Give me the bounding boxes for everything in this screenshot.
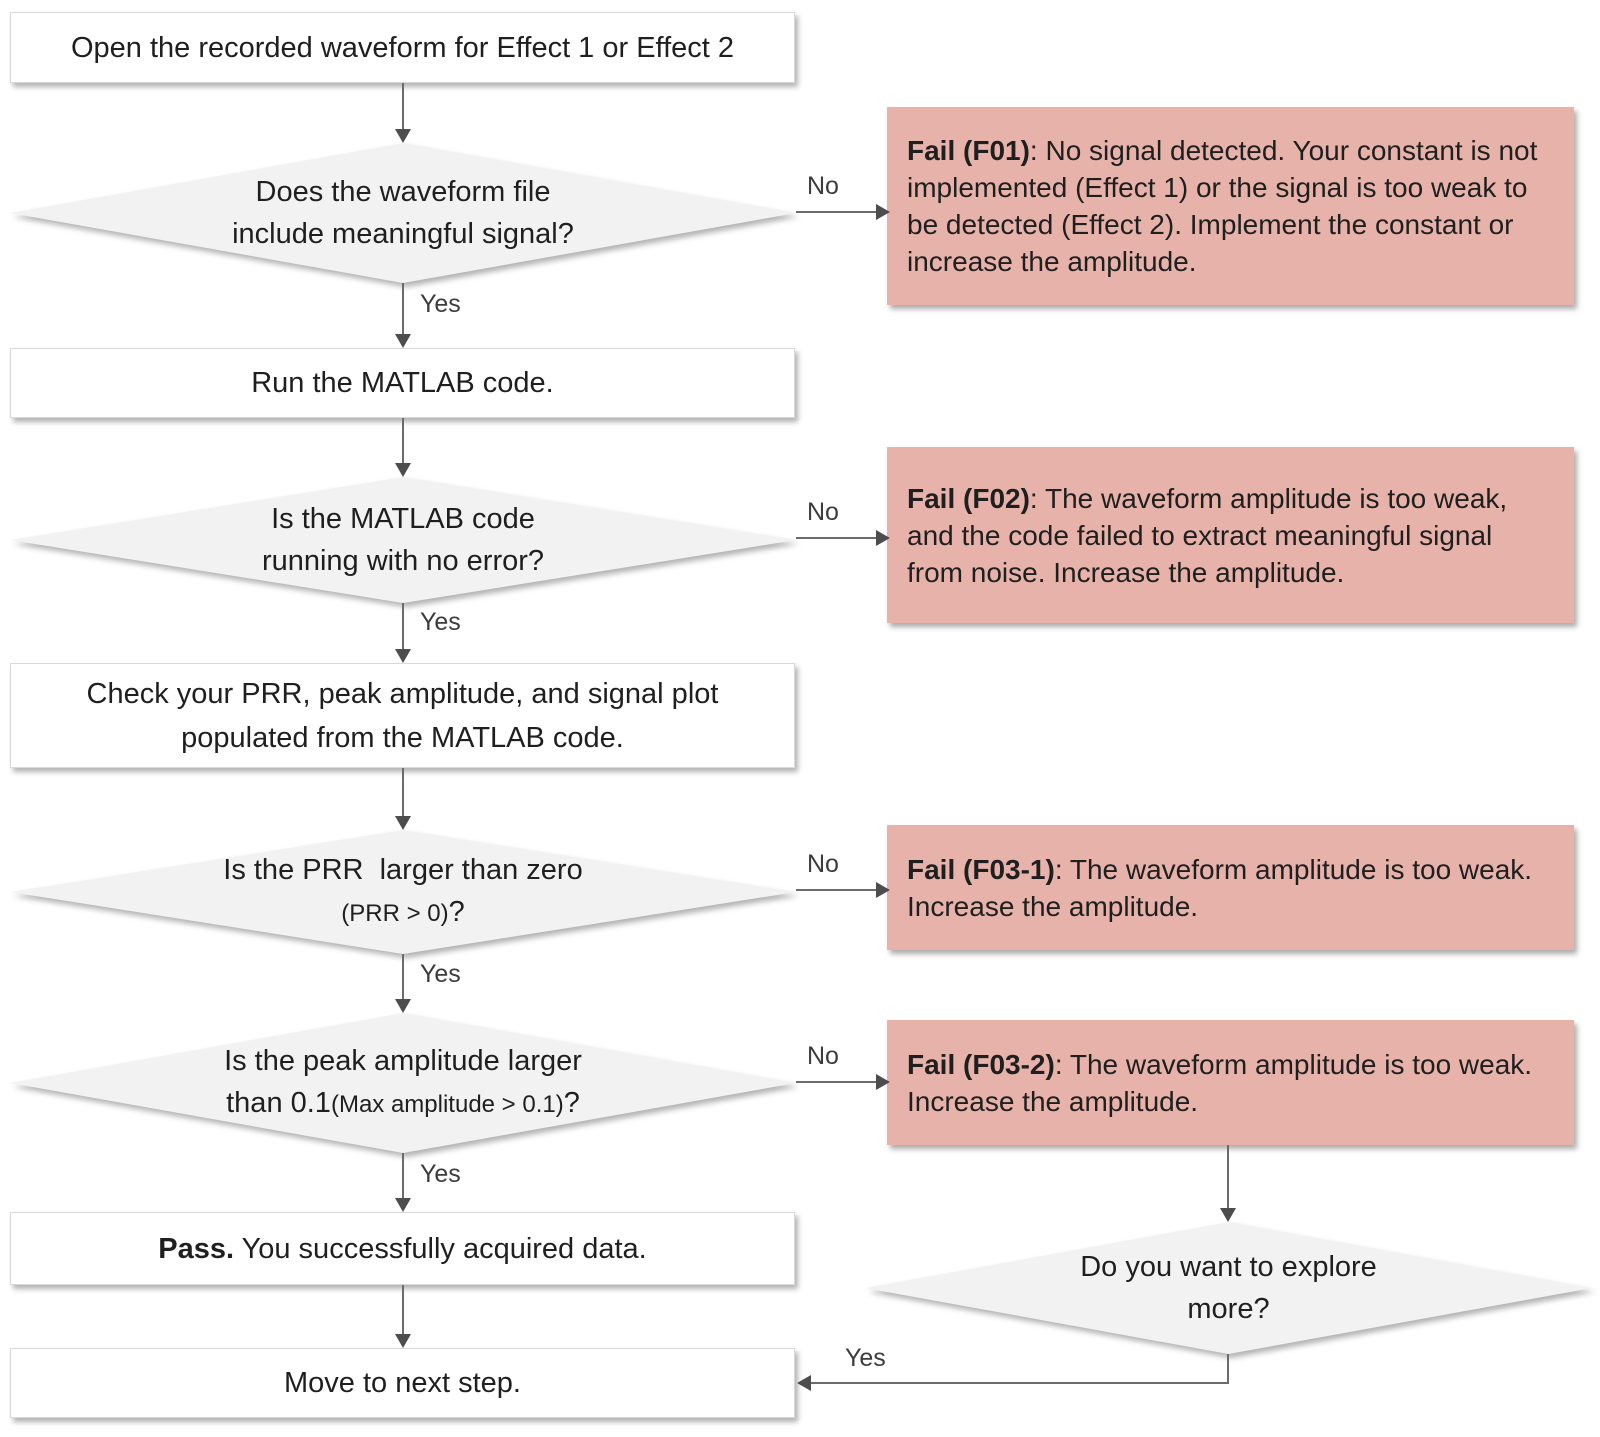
edge-label-yes-1: Yes <box>420 290 461 318</box>
edge-label-yes-5: Yes <box>845 1344 886 1372</box>
node-decision-noerror-label: Is the MATLAB code running with no error… <box>261 503 545 577</box>
edge-label-yes-3: Yes <box>420 960 461 988</box>
node-pass: Pass. You successfully acquired data. <box>10 1212 795 1285</box>
node-decision-amplitude-label: Is the peak amplitude larger than 0.1(Ma… <box>224 1045 582 1119</box>
arrowhead-right-icon <box>876 882 890 898</box>
node-move-next: Move to next step. <box>10 1348 795 1418</box>
edge-label-no-2: No <box>807 498 839 526</box>
arrowhead-left-icon <box>797 1375 811 1391</box>
node-decision-prr-label: Is the PRR larger than zero (PRR > 0)? <box>223 854 583 928</box>
node-move-next-label: Move to next step. <box>284 1367 521 1399</box>
node-decision-prr: Is the PRR larger than zero (PRR > 0)? <box>10 830 796 954</box>
connector-check-to-d3 <box>402 768 404 816</box>
edge-label-yes-4: Yes <box>420 1160 461 1188</box>
node-open-waveform: Open the recorded waveform for Effect 1 … <box>10 12 795 83</box>
connector-d4-to-pass <box>402 1153 404 1198</box>
node-decision-noerror: Is the MATLAB code running with no error… <box>10 477 796 603</box>
connector-d1-to-run <box>402 283 404 334</box>
arrowhead-down-icon <box>395 463 411 477</box>
arrowhead-down-icon <box>395 1334 411 1348</box>
arrowhead-down-icon <box>1220 1208 1236 1222</box>
node-pass-label: Pass. You successfully acquired data. <box>158 1227 647 1271</box>
arrowhead-down-icon <box>395 649 411 663</box>
node-fail-f02-label: Fail (F02): The waveform amplitude is to… <box>907 482 1508 588</box>
connector-d2-to-f02 <box>796 537 876 539</box>
edge-label-no-3: No <box>807 850 839 878</box>
connector-explore-to-move <box>811 1382 1229 1384</box>
arrowhead-down-icon <box>395 1198 411 1212</box>
connector-run-to-d2 <box>402 418 404 463</box>
node-check-prr-line2: populated from the MATLAB code. <box>181 721 624 754</box>
node-fail-f02: Fail (F02): The waveform amplitude is to… <box>887 447 1574 623</box>
node-fail-f01: Fail (F01): No signal detected. Your con… <box>887 107 1574 305</box>
node-run-matlab-label: Run the MATLAB code. <box>251 367 554 399</box>
arrowhead-down-icon <box>395 129 411 143</box>
connector-d1-to-f01 <box>796 211 876 213</box>
node-decision-signal-label: Does the waveform file include meaningfu… <box>232 176 574 250</box>
arrowhead-down-icon <box>395 334 411 348</box>
node-fail-f03-1-label: Fail (F03-1): The waveform amplitude is … <box>907 853 1533 922</box>
node-run-matlab: Run the MATLAB code. <box>10 348 795 418</box>
connector-pass-to-move <box>402 1285 404 1334</box>
connector-d2-to-check <box>402 603 404 649</box>
node-decision-explore: Do you want to explore more? <box>865 1222 1592 1354</box>
node-decision-amplitude: Is the peak amplitude larger than 0.1(Ma… <box>10 1013 796 1153</box>
arrowhead-right-icon <box>876 530 890 546</box>
node-fail-f03-1: Fail (F03-1): The waveform amplitude is … <box>887 825 1574 950</box>
node-fail-f01-label: Fail (F01): No signal detected. Your con… <box>907 135 1538 277</box>
node-check-prr: Check your PRR, peak amplitude, and sign… <box>10 663 795 768</box>
connector-open-to-d1 <box>402 83 404 129</box>
edge-label-no-4: No <box>807 1042 839 1070</box>
arrowhead-right-icon <box>876 1074 890 1090</box>
node-fail-f03-2-label: Fail (F03-2): The waveform amplitude is … <box>907 1048 1533 1117</box>
edge-label-no-1: No <box>807 172 839 200</box>
node-pass-text: You successfully acquired data. <box>234 1232 647 1265</box>
arrowhead-down-icon <box>395 816 411 830</box>
node-decision-signal: Does the waveform file include meaningfu… <box>10 143 796 283</box>
node-check-prr-line1: Check your PRR, peak amplitude, and sign… <box>86 677 719 710</box>
node-open-waveform-label: Open the recorded waveform for Effect 1 … <box>70 31 735 64</box>
connector-d3-to-f03-1 <box>796 889 876 891</box>
edge-label-yes-2: Yes <box>420 608 461 636</box>
connector-f03-2-to-explore <box>1227 1145 1229 1208</box>
node-pass-bold: Pass. <box>158 1232 235 1265</box>
connector-d4-to-f03-2 <box>796 1081 876 1083</box>
connector-d3-to-d4 <box>402 954 404 999</box>
connector-explore-down <box>1227 1354 1229 1383</box>
arrowhead-down-icon <box>395 999 411 1013</box>
node-fail-f03-2: Fail (F03-2): The waveform amplitude is … <box>887 1020 1574 1145</box>
node-decision-explore-label: Do you want to explore more? <box>1080 1251 1377 1325</box>
arrowhead-right-icon <box>876 204 890 220</box>
